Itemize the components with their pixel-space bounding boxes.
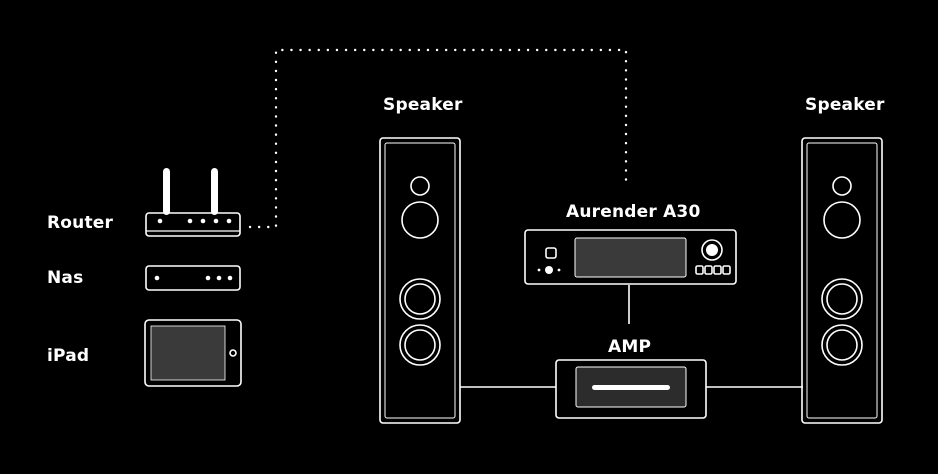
tablet-icon bbox=[144, 319, 242, 387]
floorstanding-speaker-left bbox=[379, 137, 461, 424]
network-connection-dotted bbox=[248, 48, 628, 229]
source-label: Aurender A30 bbox=[566, 202, 701, 222]
floorstanding-speaker-right bbox=[801, 137, 883, 424]
nas-icon bbox=[145, 265, 241, 291]
router-label: Router bbox=[47, 213, 114, 233]
speaker-left-label: Speaker bbox=[383, 95, 463, 115]
amplifier-icon bbox=[555, 359, 707, 419]
music-server-icon bbox=[524, 229, 737, 285]
amp-label: AMP bbox=[608, 337, 651, 357]
nas-label: Nas bbox=[47, 268, 83, 288]
speaker-right-label: Speaker bbox=[805, 95, 885, 115]
ipad-label: iPad bbox=[47, 346, 89, 366]
router-icon bbox=[145, 168, 241, 237]
